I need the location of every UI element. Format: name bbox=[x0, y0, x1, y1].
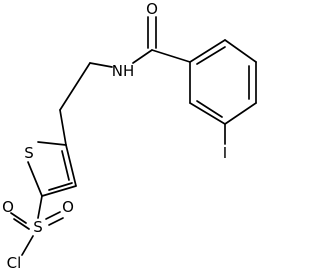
bond-benzene-inner-3 bbox=[196, 100, 223, 118]
atom-labels: O NH I S S O O Cl bbox=[2, 0, 227, 272]
bond-thiophene-inner-1 bbox=[61, 150, 70, 181]
atom-sulfur-sulfonyl: S bbox=[33, 218, 43, 236]
bond-benzene-2 bbox=[224, 39, 257, 63]
bond-thiophene-3 bbox=[41, 185, 77, 197]
bond-thiophene-inner-2 bbox=[48, 182, 73, 191]
bond-benzene-1 bbox=[189, 39, 226, 63]
bond-benzene-4 bbox=[224, 102, 257, 125]
bond-carbonyl-nh bbox=[132, 49, 153, 64]
bond-thiophene-1 bbox=[37, 141, 67, 146]
bond-carbonyl-ring bbox=[151, 49, 191, 63]
bond-thiophene-4 bbox=[65, 144, 77, 187]
atom-chlorine: Cl bbox=[7, 254, 22, 272]
bond-thiophene-sulfonyl bbox=[37, 195, 43, 219]
bond-benzene-5 bbox=[189, 102, 226, 125]
bond-so-right-a bbox=[45, 211, 61, 220]
bond-so-left-a bbox=[10, 212, 27, 224]
bond-ch2-thiophene bbox=[59, 109, 67, 146]
atom-oxygen-sulfonyl-right: O bbox=[62, 198, 74, 216]
molecule-structure: O NH I S S O O Cl bbox=[2, 0, 257, 272]
bonds bbox=[10, 16, 257, 256]
bond-s-cl bbox=[21, 235, 34, 256]
atom-oxygen-sulfonyl-left: O bbox=[2, 198, 14, 216]
atom-nitrogen-amide: NH bbox=[112, 62, 135, 80]
bond-benzene-inner-1 bbox=[196, 46, 226, 65]
bond-so-right-b bbox=[48, 217, 64, 226]
bond-nh-ch2 bbox=[89, 62, 113, 68]
atom-oxygen-carbonyl: O bbox=[146, 0, 158, 18]
bond-ch2-ch2 bbox=[59, 62, 91, 111]
bond-so-left-b bbox=[13, 218, 30, 230]
atom-iodine: I bbox=[223, 144, 227, 162]
bond-thiophene-2 bbox=[27, 161, 43, 197]
atom-sulfur-thiophene: S bbox=[24, 144, 34, 162]
